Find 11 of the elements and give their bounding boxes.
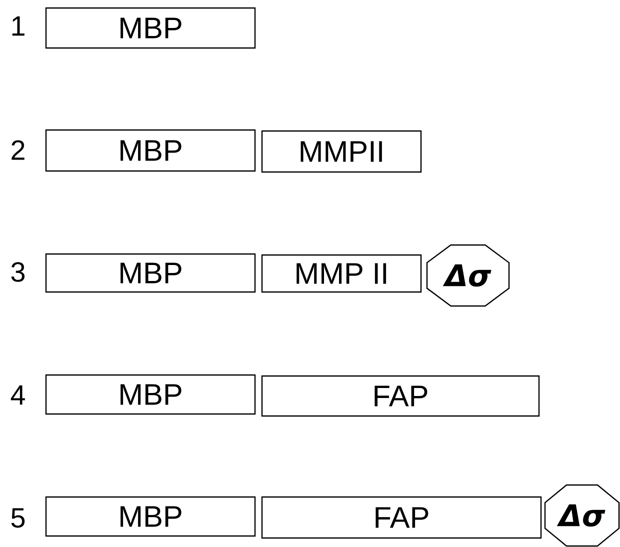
- protein-domain-box: MBP: [45, 129, 256, 172]
- protein-domain-box: MMPII: [261, 130, 422, 173]
- octagon-tag: Δσ: [544, 484, 620, 547]
- protein-domain-box: MBP: [45, 496, 256, 537]
- protein-domain-box: FAP: [261, 375, 540, 417]
- octagon-tag: Δσ: [426, 244, 510, 307]
- protein-domain-box: MBP: [45, 253, 256, 293]
- protein-domain-box: MBP: [45, 7, 256, 49]
- protein-domain-box: MBP: [45, 374, 256, 415]
- protein-domain-box: MMP II: [261, 254, 422, 293]
- protein-domain-box: FAP: [261, 496, 542, 539]
